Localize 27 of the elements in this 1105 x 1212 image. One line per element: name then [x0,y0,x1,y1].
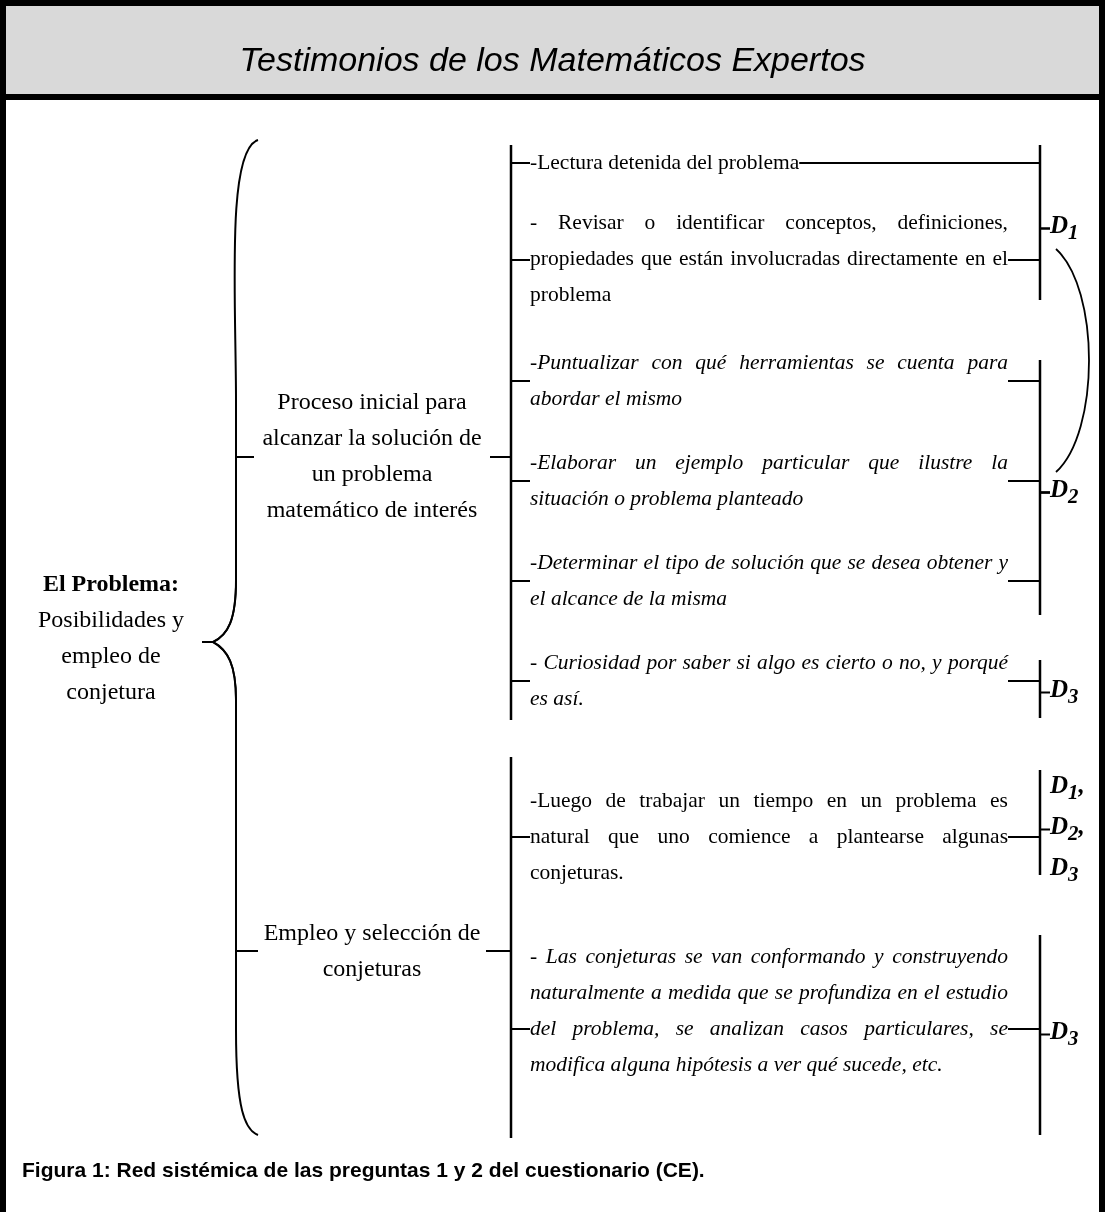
dimension-code: D$_{2}$ [1050,472,1092,513]
item-text: -Luego de trabajar un tiempo en un problema es natural que uno comience a plantearse algunas conjeturas. [530,782,1008,892]
category-text: Proceso inicial para alcanzar la solución de un problema matemático de interés [254,383,490,531]
connector-line [1007,680,1051,694]
dimension-codes: D$_{1}$, D$_{2}$, D$_{3}$ [1050,768,1100,891]
dimension-code: D$_{1}$ [1050,208,1092,249]
caption: Figura 1: Red sistémica de las preguntas 1 y 2 del cuestionario (CE). [22,1158,705,1182]
dimension-code: D$_{3}$ [1050,672,1092,713]
connector-line [1007,491,1051,582]
item-text: - Revisar o identificar conceptos, definiciones, propiedades que están involucradas directamente en el problema [530,204,1008,316]
item-text: -Determinar el tipo de solución que se desea obtener y el alcance de la misma [530,544,1008,618]
item-text: -Elaborar un ejemplo particular que ilustre la situación o problema planteado [530,444,1008,518]
item-text: - Las conjeturas se van conformando y construyendo naturalmente a medida que se profundiza en el estudio del problema, se analizan casos particulares, se modifica alguna hipótesis a ver qué sucede, etc. [530,938,1008,1120]
item-text: -Lectura detenida del problema [530,144,800,182]
relation-arc [1055,248,1090,473]
connector-line [1007,828,1051,838]
category-text: Empleo y selección de conjeturas [258,914,486,988]
connector-line [201,641,259,952]
item-text: -Puntualizar con qué herramientas se cuenta para abordar el mismo [530,344,1008,418]
root-category-text: El Problema: Posibilidades y empleo de conjetura [20,565,202,715]
item-text: - Curiosidad por saber si algo es cierto o no, y porqué es así. [530,644,1008,718]
connector-line [1007,227,1051,261]
title: Testimonios de los Matemáticos Expertos [238,40,867,79]
connector-line [1007,1028,1051,1036]
connector-line [489,456,531,682]
connector-line [485,950,531,1030]
dimension-code: D$_{3}$ [1050,1014,1092,1055]
